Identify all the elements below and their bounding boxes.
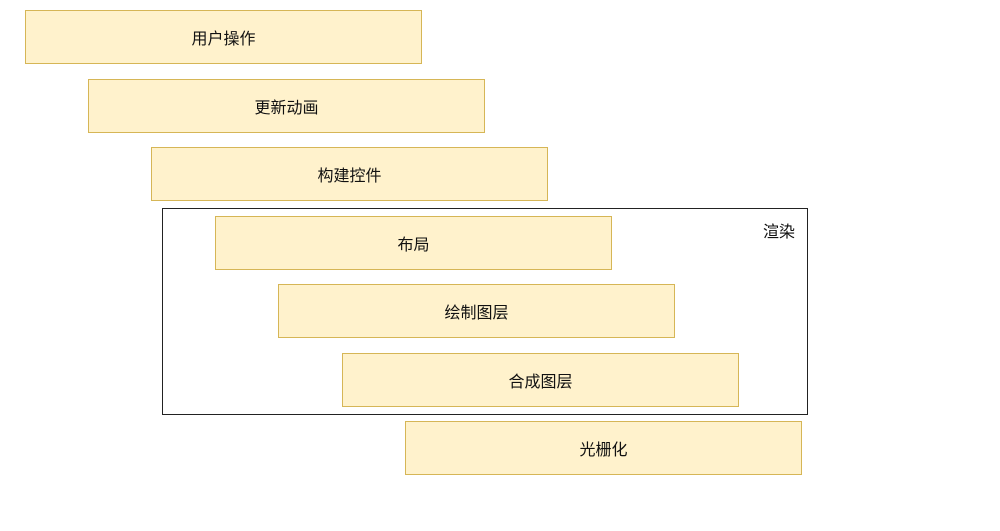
step-layout: 布局 xyxy=(215,216,612,270)
step-user-action: 用户操作 xyxy=(25,10,422,64)
step-composite-layers: 合成图层 xyxy=(342,353,739,407)
step-build-widgets: 构建控件 xyxy=(151,147,548,201)
render-group: 渲染 xyxy=(162,208,808,415)
render-group-label: 渲染 xyxy=(762,222,795,241)
step-paint-layers: 绘制图层 xyxy=(278,284,675,338)
step-update-animation: 更新动画 xyxy=(88,79,485,133)
step-rasterize: 光栅化 xyxy=(405,421,802,475)
